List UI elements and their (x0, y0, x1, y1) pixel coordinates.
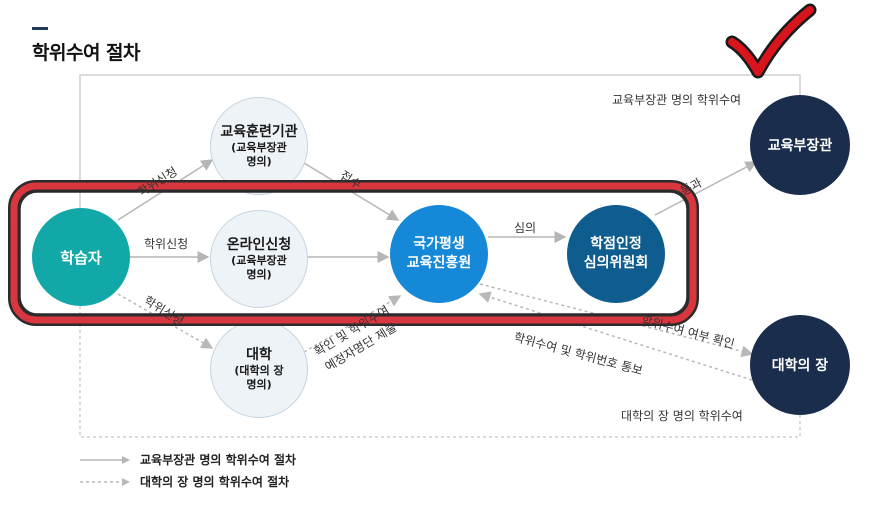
edge-council-minister (654, 161, 758, 216)
node-nile-line1: 국가평생 (413, 236, 465, 252)
label-president-award: 대학의 장 명의 학위수여 (621, 409, 743, 423)
page-title: 학위수여 절차 (32, 42, 141, 64)
label-apply-mid: 학위신청 (144, 237, 189, 251)
legend-solid: 교육부장관 명의 학위수여 절차 (80, 451, 296, 468)
node-learner-label: 학습자 (60, 248, 102, 267)
node-learner: 학습자 (32, 208, 130, 306)
node-university-president: 대학의 장 (750, 315, 850, 415)
node-council: 학점인정 심의위원회 (567, 205, 665, 303)
node-training-sub1: (교육부장관 (231, 140, 287, 154)
legend-solid-arrow-icon (80, 455, 130, 464)
node-minister: 교육부장관 (750, 95, 850, 195)
label-minister-award: 교육부장관 명의 학위수여 (612, 93, 742, 107)
node-minister-label: 교육부장관 (767, 138, 833, 154)
label-review: 심의 (514, 221, 537, 235)
node-council-line1: 학점인정 (590, 236, 642, 252)
node-online-sub1: (교육부장관 (231, 253, 287, 267)
node-training-sub2: 명의) (246, 154, 272, 168)
node-training-institution: 교육훈련기관 (교육부장관 명의) (210, 97, 308, 195)
node-online-title: 온라인신청 (226, 236, 292, 253)
node-nile: 국가평생 교육진흥원 (390, 205, 488, 303)
node-online-sub2: 명의) (246, 267, 272, 281)
legend-dashed-label: 대학의 장 명의 학위수여 절차 (140, 475, 290, 489)
title-accent-bar (32, 27, 48, 30)
node-council-line2: 심의위원회 (583, 255, 649, 271)
node-university-sub1: (대학의 장 (234, 363, 284, 377)
node-online-application: 온라인신청 (교육부장관 명의) (210, 210, 308, 308)
node-university: 대학 (대학의 장 명의) (210, 320, 308, 418)
legend-solid-label: 교육부장관 명의 학위수여 절차 (140, 453, 297, 467)
minister-frame (79, 74, 801, 208)
node-university-sub2: 명의) (246, 377, 272, 391)
node-university-title: 대학 (246, 346, 272, 363)
node-nile-line2: 교육진흥원 (406, 255, 472, 271)
node-training-title: 교육훈련기관 (220, 123, 298, 140)
legend-dashed-arrow-icon (80, 477, 130, 486)
node-president-label: 대학의 장 (771, 358, 829, 374)
legend-dashed: 대학의 장 명의 학위수여 절차 (80, 473, 289, 490)
